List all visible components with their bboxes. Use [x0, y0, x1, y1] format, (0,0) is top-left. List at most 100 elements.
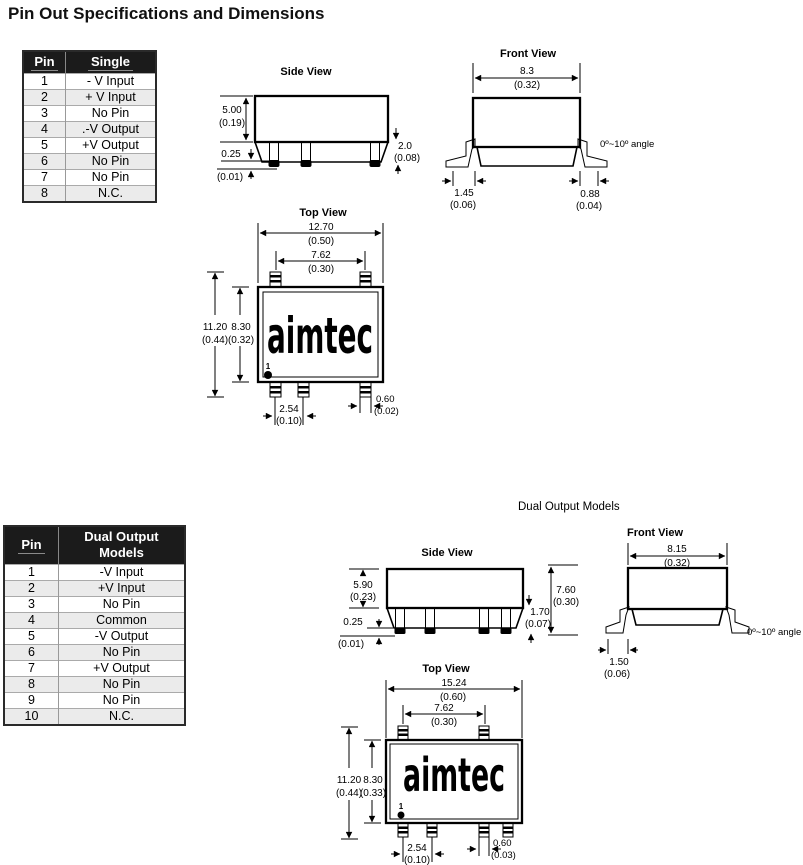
right-lead [725, 606, 750, 634]
dim-overall-width: 12.70 (0.50) [257, 222, 384, 283]
dim-text: 0.25 [343, 617, 363, 628]
dim-text: (0.32) [514, 80, 540, 91]
dual-header-label: Dual Output Models [84, 529, 159, 561]
pin-cell: 4 [23, 121, 66, 138]
single-front-view-drawing: Front View 8.3 (0.32) 0º~10º angle 1.45 … [442, 48, 654, 212]
pin-cell: 5 [4, 627, 59, 644]
dim-text: 7.62 [434, 703, 454, 714]
table-row: 2+V Input [4, 579, 185, 596]
dim-pin-span: 7.62 (0.30) [275, 250, 366, 275]
top-view-title: Top View [422, 663, 470, 675]
pin-cell: 8 [4, 675, 59, 692]
package-body [605, 566, 750, 634]
dual-front-view-drawing: Front View 8.15 (0.32) 0º~10º angle 1.50… [598, 527, 801, 680]
pin-cell: 3 [4, 595, 59, 612]
dim-overall-length: 11.20 (0.44) [336, 726, 362, 840]
pin-cell: 10 [4, 707, 59, 725]
dual-column-header: Dual Output Models [57, 526, 185, 564]
dim-text: 5.90 [353, 580, 373, 591]
dual-pinout-table: Pin Dual Output Models 1-V Input 2+V Inp… [3, 525, 186, 726]
function-cell: No Pin [64, 153, 156, 170]
dim-foot-left: 1.45 (0.06) [442, 171, 486, 211]
dim-text: (0.23) [350, 592, 376, 603]
dim-text: 11.20 [203, 322, 228, 333]
pin-cell: 6 [4, 643, 59, 660]
single-header-label: Single [87, 54, 133, 72]
dim-text: 8.3 [520, 66, 534, 77]
dim-body-length: 8.30 (0.33) [360, 739, 386, 824]
dim-text: 2.0 [398, 141, 412, 152]
dim-text: 1.50 [609, 657, 629, 668]
dim-pin-width: 0.60 (0.02) [348, 394, 399, 417]
function-cell: +V Output [57, 659, 185, 676]
pin-cell: 6 [23, 153, 66, 170]
dim-body-height: 5.00 (0.19) [219, 95, 253, 143]
package-pins [394, 607, 512, 634]
dim-text: (0.44) [202, 335, 228, 346]
dim-text: (0.10) [404, 855, 430, 865]
table-row: 1-V Input [4, 563, 185, 580]
dim-pin-pitch: 2.54 (0.10) [263, 397, 316, 427]
pin1-label: 1 [266, 362, 271, 371]
table-row: 1- V Input [23, 73, 156, 90]
dim-text: (0.03) [491, 850, 516, 861]
front-view-title: Front View [627, 527, 683, 539]
dim-text: 2.54 [279, 404, 299, 415]
table-row: 5-V Output [4, 627, 185, 644]
dim-foot-right: 0.88 (0.04) [569, 171, 609, 212]
dim-text: (0.01) [338, 639, 364, 650]
dim-text: 2.54 [407, 843, 427, 854]
dim-text: (0.30) [553, 597, 579, 608]
function-cell: No Pin [64, 105, 156, 122]
front-view-title: Front View [500, 48, 556, 60]
dim-pin-pitch: 2.54 (0.10) [391, 837, 444, 865]
dim-text: (0.33) [360, 788, 386, 799]
dim-text: 0.25 [221, 149, 241, 160]
package-body [384, 738, 524, 825]
dim-text: (0.32) [664, 558, 690, 569]
function-cell: No Pin [64, 169, 156, 186]
dim-text: 7.60 [556, 585, 576, 596]
dim-standoff: 0.25 (0.01) [338, 617, 395, 650]
pin1-marker: 1 [397, 802, 405, 819]
table-header-row: Pin Single [23, 51, 156, 74]
right-lead [577, 138, 608, 168]
dim-text: 8.15 [667, 544, 687, 555]
dual-top-view-drawing: Top View 15.24 (0.60) 7.62 (0.30) [336, 663, 524, 865]
pin1-marker: 1 [264, 362, 272, 379]
dim-text: 0.88 [580, 189, 600, 200]
pin-cell: 1 [4, 563, 59, 580]
dim-text: (0.32) [228, 335, 254, 346]
pin-cell: 7 [23, 169, 66, 186]
package-body [256, 285, 385, 384]
function-cell: +V Output [64, 137, 156, 154]
single-top-view-drawing: Top View 12.70 (0.50) 7.62 (0.30) aimtec [202, 207, 399, 427]
dim-text: (0.50) [308, 236, 334, 247]
pin1-label: 1 [399, 802, 404, 811]
left-lead [605, 606, 630, 634]
dim-text: (0.10) [276, 416, 302, 427]
dim-body-height: 5.90 (0.23) [349, 568, 379, 609]
dim-pin-length: 2.0 (0.08) [392, 128, 420, 174]
pin-header-label: Pin [31, 54, 58, 72]
single-side-view-drawing: Side View 5.00 (0.19) 0.25 (0.01) [217, 66, 420, 183]
dual-side-view-drawing: Side View 5.90 (0.23) 0.25 (0.01) [338, 547, 579, 650]
dim-text: (0.60) [440, 692, 466, 703]
dim-text: (0.19) [219, 118, 245, 129]
function-cell: -V Output [57, 627, 185, 644]
table-row: 7+V Output [4, 659, 185, 676]
pin-cell: 9 [4, 691, 59, 708]
function-cell: No Pin [57, 643, 185, 660]
package-pins [268, 141, 381, 167]
pin-column-header: Pin [4, 526, 59, 564]
